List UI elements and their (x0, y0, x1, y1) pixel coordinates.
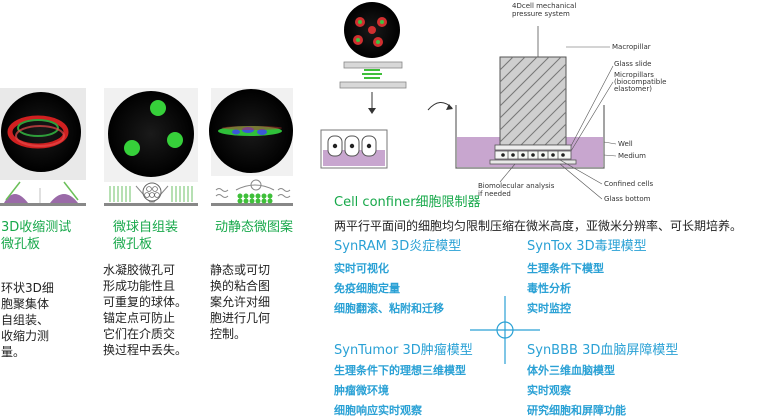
spheroid-description: 水凝胶微孔可 形成功能性且 可重复的球体。 锚定点可防止 它们在介质交 换过程中… (103, 263, 188, 357)
panel-synram-item: 细胞翻滚、粘附和迁移 (334, 302, 444, 315)
label-biomolecular-line1: Biomolecular analysis (478, 182, 555, 190)
panel-syntox-title: SynTox 3D毒理模型 (527, 239, 647, 254)
label-system-line1: 4Dcell mechanical (512, 2, 576, 10)
label-micropillars-line3: elastomer) (614, 85, 652, 93)
label-system-line2: pressure system (512, 10, 570, 18)
panel-syntumor-item: 生理条件下的理想三维模型 (334, 364, 466, 377)
label-glass-slide: Glass slide (614, 60, 651, 68)
panel-syntox: SynTox 3D毒理模型 生理条件下模型 毒性分析 实时监控 (527, 238, 647, 319)
confiner-arrow-icon (368, 92, 376, 114)
contraction-description: 环状3D细 胞聚集体 自组装、 收缩力测 量。 (1, 281, 54, 359)
panel-syntumor-item: 细胞响应实时观察 (334, 404, 422, 417)
panel-syntox-item: 实时监控 (527, 302, 571, 315)
panel-syntumor-item: 肿瘤微环境 (334, 384, 389, 397)
label-well: Well (618, 140, 633, 148)
panel-synbbb: SynBBB 3D血脑屏障模型 体外三维血脑模型 实时观察 研究细胞和屏障功能 (527, 342, 678, 420)
contraction-title: 3D收缩测试 微孔板 (1, 220, 72, 252)
panel-synram-item: 实时可视化 (334, 262, 389, 275)
contraction-ring-micrograph (0, 88, 86, 180)
label-macropillar: Macropillar (612, 43, 651, 51)
label-confined-cells: Confined cells (604, 180, 653, 188)
panel-synbbb-title: SynBBB 3D血脑屏障模型 (527, 343, 679, 358)
spheroid-micrograph (104, 88, 198, 182)
label-glass-bottom: Glass bottom (604, 195, 651, 203)
crosshair-icon (470, 296, 540, 364)
confiner-title: Cell confiner细胞限制器 (334, 195, 481, 210)
contraction-ring-schematic (0, 181, 86, 206)
label-micropillars-line2: (biocompatible (614, 78, 666, 86)
panel-syntox-item: 生理条件下模型 (527, 262, 604, 275)
curved-arrow-head-icon (446, 104, 453, 110)
micropattern-title: 动静态微图案 (215, 220, 294, 235)
panel-synbbb-item: 研究细胞和屏障功能 (527, 404, 626, 417)
confiner-cells-schematic (320, 129, 388, 169)
micropattern-description: 静态或可切 换的粘合图 案允许对细 胞进行几何 控制。 (210, 263, 271, 341)
panel-syntox-item: 毒性分析 (527, 282, 571, 295)
panel-synram-item: 免疫细胞定量 (334, 282, 400, 295)
panel-synram-title: SynRAM 3D炎症模型 (334, 239, 462, 254)
confiner-mini-schematic (339, 61, 407, 89)
spheroid-title: 微球自组装 微孔板 (113, 220, 179, 252)
panel-syntumor: SynTumor 3D肿瘤模型 生理条件下的理想三维模型 肿瘤微环境 细胞响应实… (334, 342, 473, 420)
panel-synbbb-item: 实时观察 (527, 384, 571, 397)
confiner-system-diagram (455, 26, 617, 200)
panel-synbbb-item: 体外三维血脑模型 (527, 364, 615, 377)
panel-synram: SynRAM 3D炎症模型 实时可视化 免疫细胞定量 细胞翻滚、粘附和迁移 (334, 238, 461, 319)
label-micropillars-line1: Micropillars (614, 71, 654, 79)
confiner-description: 两平行平面间的细胞均匀限制压缩在微米高度，亚微米分辨率、可长期培养。 (334, 219, 743, 233)
label-biomolecular-line2: if needed (478, 190, 511, 198)
panel-syntumor-title: SynTumor 3D肿瘤模型 (334, 343, 473, 358)
micropattern-schematic (211, 179, 293, 206)
spheroid-schematic (104, 182, 198, 206)
confiner-micrograph (344, 2, 400, 58)
label-medium: Medium (618, 152, 646, 160)
micropattern-micrograph (209, 88, 293, 176)
